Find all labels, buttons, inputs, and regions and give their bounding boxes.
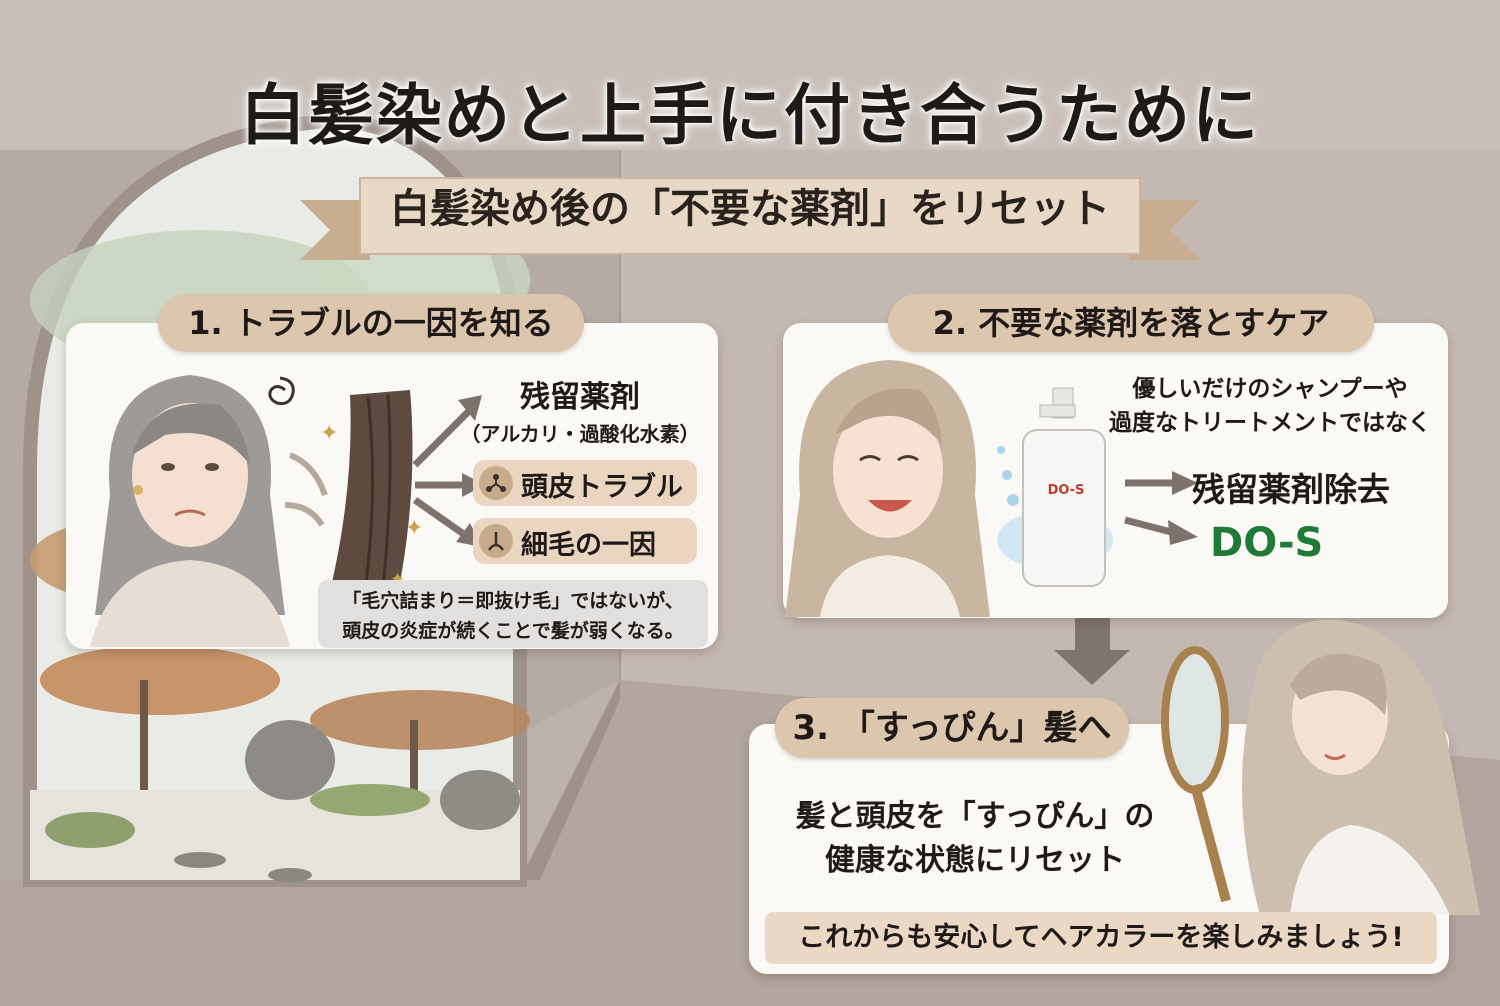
note-line-2: 頭皮の炎症が続くことで髪が弱くなる。 bbox=[342, 620, 684, 642]
subtitle: 白髪染め後の「不要な薬剤」をリセット bbox=[390, 186, 1110, 232]
thin-hair-tag: 細毛の一因 bbox=[473, 518, 697, 564]
smiling-woman-illustration bbox=[785, 360, 990, 617]
svg-text:✦: ✦ bbox=[405, 516, 423, 541]
section3-text: 髪と頭皮を「すっぴん」の 健康な状態にリセット bbox=[765, 795, 1185, 883]
note-box: 「毛穴詰まり＝即抜け毛」ではないが、 頭皮の炎症が続くことで髪が弱くなる。 bbox=[318, 580, 708, 648]
residue-title: 残留薬剤 bbox=[520, 380, 640, 415]
svg-text:✦: ✦ bbox=[320, 421, 338, 446]
arrows-section2 bbox=[1124, 471, 1198, 545]
scalp-trouble-tag: 頭皮トラブル bbox=[473, 460, 697, 506]
product-name: DO-S bbox=[1210, 520, 1324, 566]
thin-hair-label: 細毛の一因 bbox=[521, 530, 656, 561]
ribbon-banner bbox=[300, 177, 1200, 260]
section3-heading: 3. 「すっぴん」髪へ bbox=[775, 698, 1129, 758]
scalp-trouble-label: 頭皮トラブル bbox=[521, 472, 683, 503]
section2-text: 優しいだけのシャンプーや 過度なトリートメントではなく bbox=[1100, 372, 1440, 440]
section2-text-line-2: 過度なトリートメントではなく bbox=[1109, 410, 1431, 436]
section3-text-line-1: 髪と頭皮を「すっぴん」の bbox=[795, 799, 1155, 834]
residue-subtitle: （アルカリ・過酸化水素） bbox=[460, 422, 700, 446]
note-line-1: 「毛穴詰まり＝即抜け毛」ではないが、 bbox=[342, 590, 684, 612]
woman-with-mirror-illustration bbox=[1161, 619, 1480, 915]
dizzy-swirl-icon bbox=[268, 376, 295, 405]
residue-removal-title: 残留薬剤除去 bbox=[1192, 470, 1390, 509]
section1-heading: 1. トラブルの一因を知る bbox=[158, 294, 584, 352]
shampoo-bottle-illustration bbox=[997, 387, 1113, 587]
section2-heading: 2. 不要な薬剤を落とすケア bbox=[888, 294, 1374, 352]
bottle-label: DO-S bbox=[1047, 483, 1085, 498]
footer-message: これからも安心してヘアカラーを楽しみましょう! bbox=[765, 912, 1437, 964]
molecule-icon bbox=[479, 466, 513, 500]
section3-text-line-2: 健康な状態にリセット bbox=[825, 843, 1125, 878]
section2-text-line-1: 優しいだけのシャンプーや bbox=[1132, 376, 1408, 402]
older-woman-illustration bbox=[90, 375, 290, 647]
page-title: 白髪染めと上手に付き合うために bbox=[240, 77, 1260, 154]
hair-follicle-icon bbox=[479, 524, 513, 558]
